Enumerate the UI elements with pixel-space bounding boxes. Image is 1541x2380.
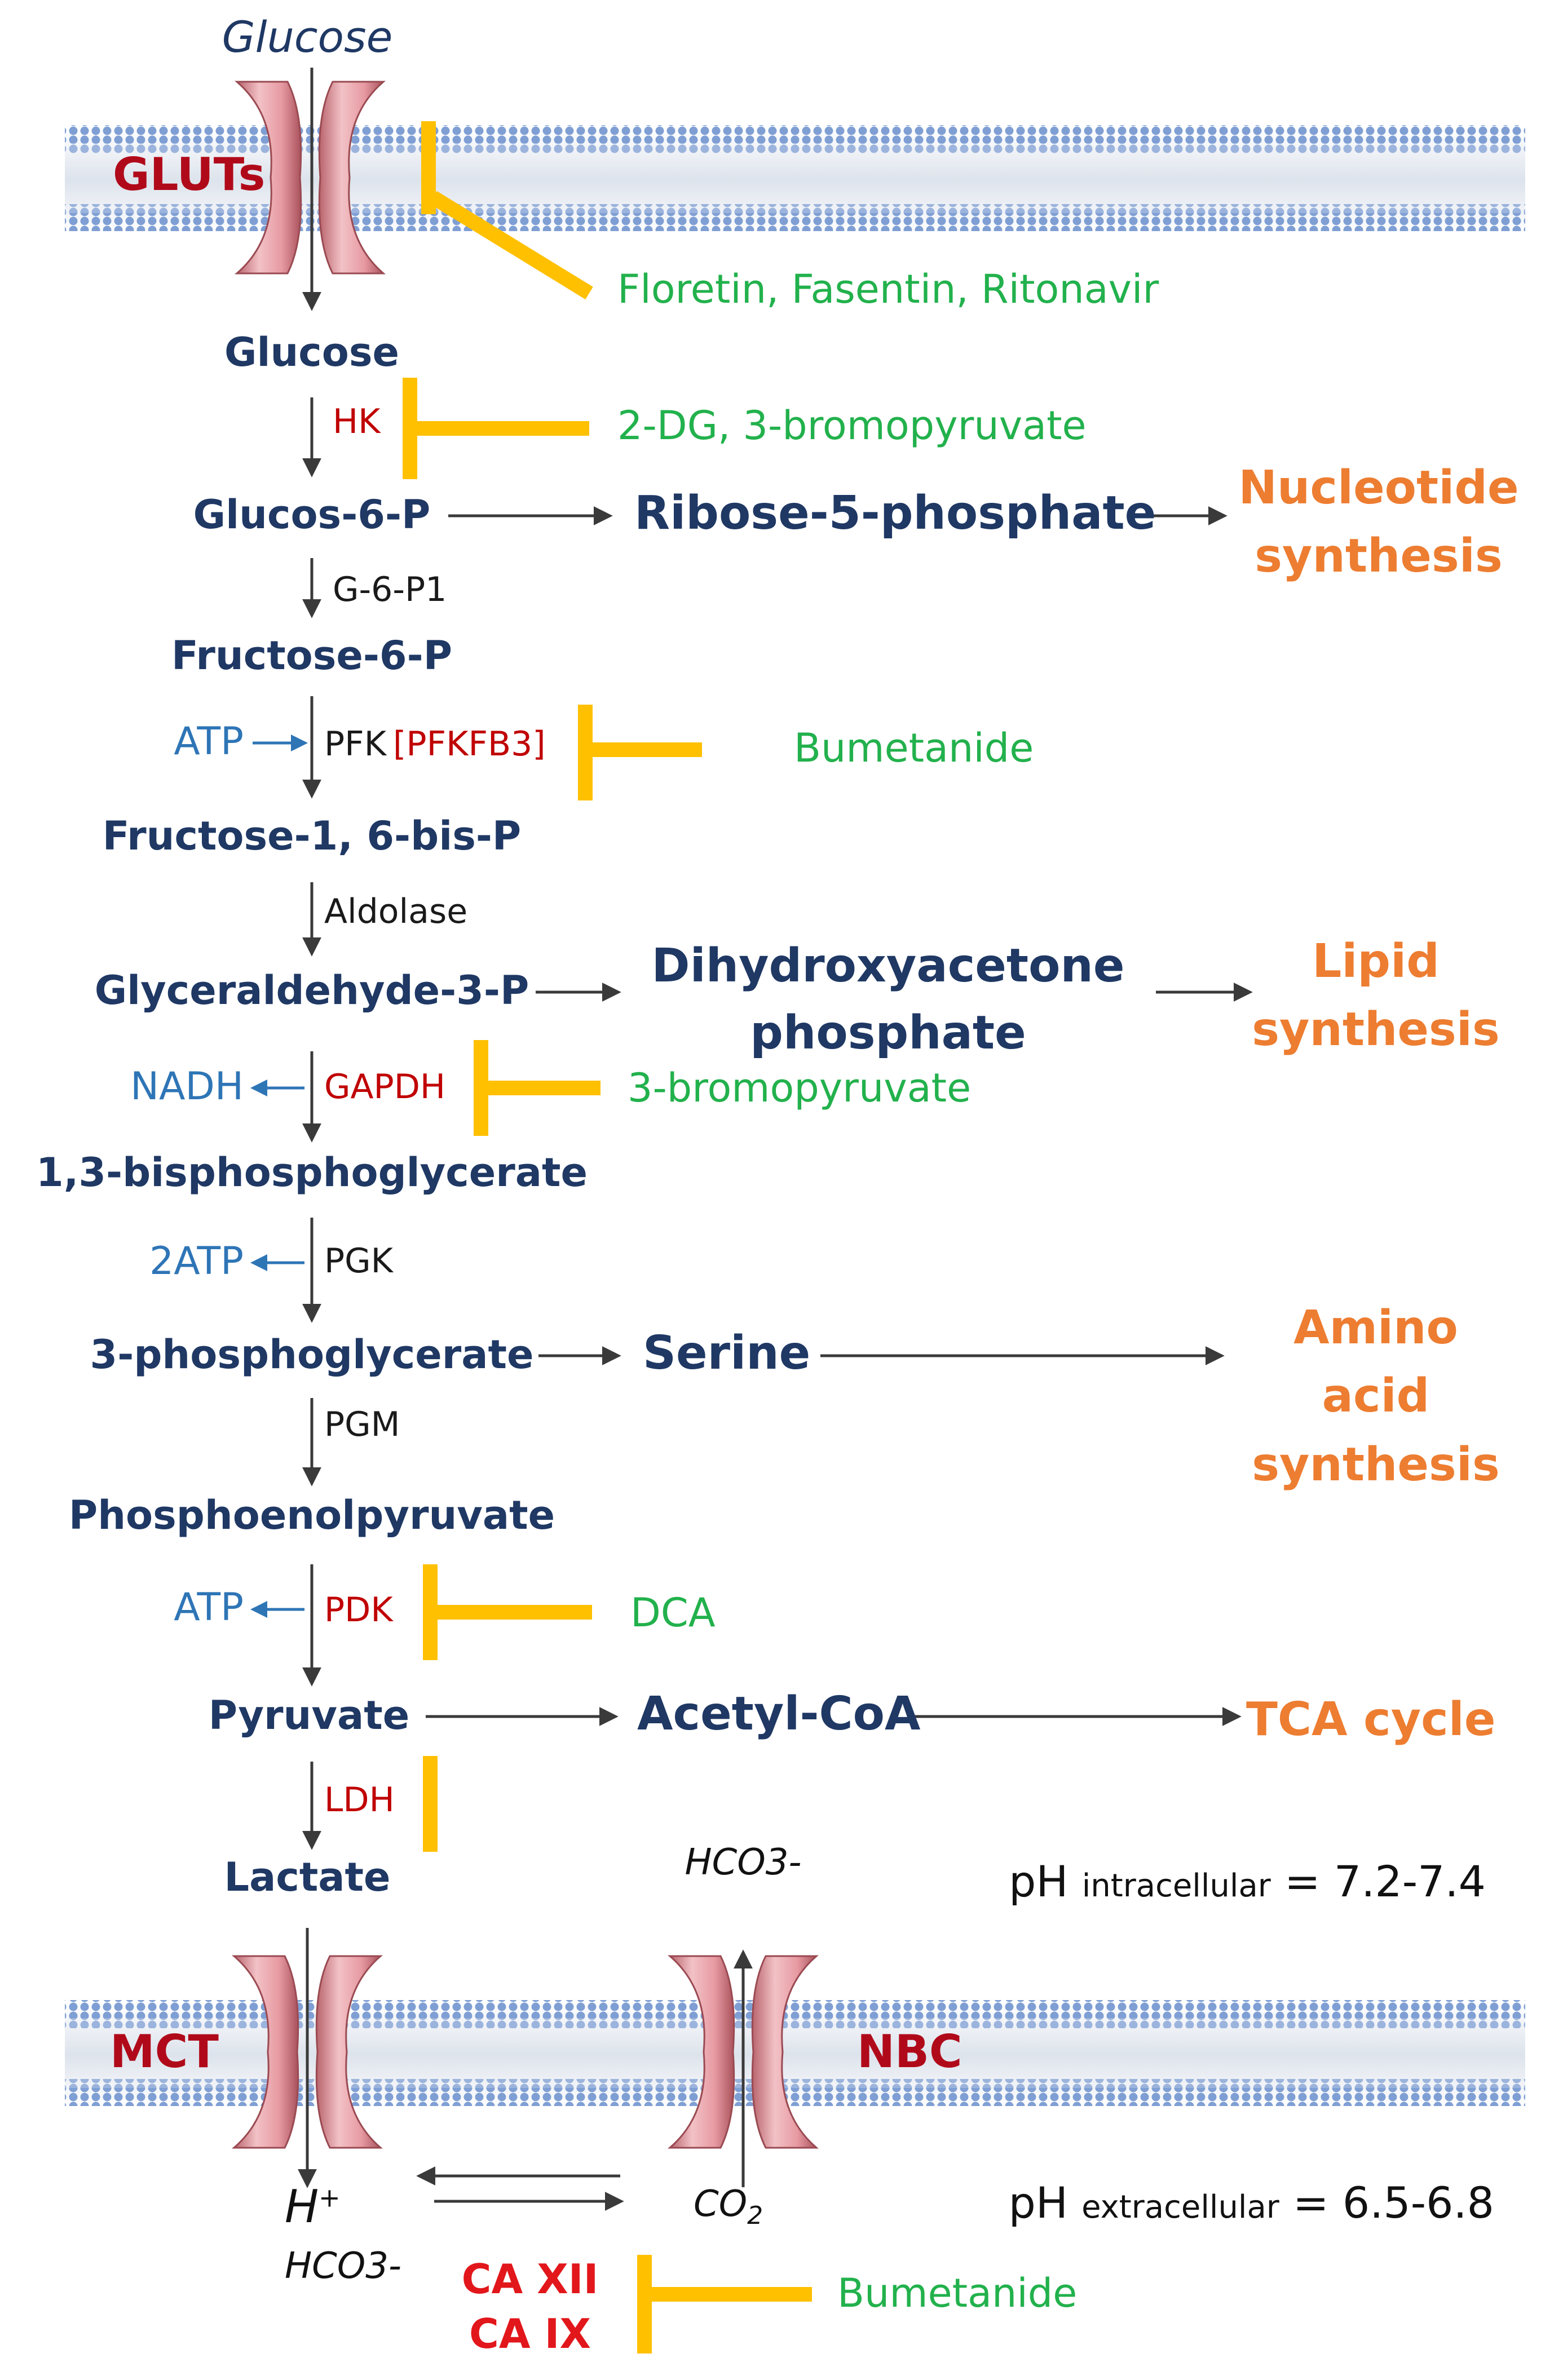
pdk-inhibitor-label: DCA (630, 1590, 716, 1636)
ca-inhibitor-label: Bumetanide (837, 2270, 1078, 2316)
bpg13-label: 1,3-bisphosphoglycerate (36, 1149, 588, 1196)
dhap-label: Dihydroxyacetone phosphate (651, 939, 1125, 1060)
h-plus-charge: + (319, 2182, 341, 2213)
gluts-inhibitors-label: Floretin, Fasentin, Ritonavir (617, 266, 1159, 312)
ph-extracellular-prefix: pH (1008, 2178, 1068, 2228)
atp-in-label: ATP (174, 719, 244, 764)
hk-inhibitors-label: 2-DG, 3-bromopyruvate (617, 402, 1087, 449)
ph-intracellular-word: intracellular (1081, 1868, 1271, 1904)
hco3-in-label: HCO3- (685, 1842, 802, 1883)
nbc-channel (667, 1955, 819, 2149)
g6p1-label: G-6-P1 (333, 570, 447, 609)
glut-channel (234, 81, 386, 275)
co2-label: CO2 (694, 2186, 763, 2228)
atp2-label: 2ATP (149, 1239, 244, 1284)
gapdh-label: GAPDH (324, 1067, 446, 1107)
nucleotide-synthesis-label: Nucleotide synthesis (1238, 461, 1519, 583)
mct-label: MCT (110, 2025, 219, 2078)
tca-cycle-label: TCA cycle (1246, 1693, 1496, 1746)
gluts-label: GLUTs (113, 148, 266, 201)
pyruvate-label: Pyruvate (208, 1692, 410, 1738)
acetylcoa-label: Acetyl-CoA (637, 1687, 921, 1741)
serine-label: Serine (643, 1326, 811, 1380)
pgk-label: PGK (324, 1241, 394, 1281)
ph-extracellular-word: extracellular (1081, 2189, 1279, 2226)
lipid-synthesis-label: Lipid synthesis (1252, 935, 1500, 1057)
pg3-label: 3-phosphoglycerate (90, 1331, 534, 1378)
pdk-label: PDK (324, 1590, 393, 1630)
atp-out-label: ATP (174, 1585, 244, 1630)
inhibition-line-gluts (429, 191, 593, 300)
ca-ix-label: CA IX (469, 2310, 591, 2357)
glucose-label: Glucose (224, 329, 400, 375)
ldh-label: LDH (324, 1780, 395, 1820)
g6p-label: Glucos-6-P (193, 492, 431, 538)
pfk-inhibitor-label: Bumetanide (794, 725, 1034, 771)
ph-intracellular-value: = 7.2-7.4 (1284, 1856, 1486, 1906)
h-plus-label: H+ (285, 2184, 341, 2229)
hco3-out-label: HCO3- (285, 2245, 401, 2287)
pfk-label: PFK (324, 724, 387, 764)
ph-intracellular-label: pH intracellular = 7.2-7.4 (1009, 1860, 1486, 1903)
hk-label: HK (333, 402, 381, 441)
lactate-label: Lactate (224, 1854, 391, 1900)
pgm-label: PGM (324, 1405, 400, 1444)
aldolase-label: Aldolase (324, 892, 468, 931)
nbc-label: NBC (857, 2025, 962, 2078)
f16bp-label: Fructose-1, 6-bis-P (102, 813, 522, 859)
glucose-outside-label: Glucose (222, 12, 393, 62)
gapdh-inhibitor-label: 3-bromopyruvate (628, 1065, 972, 1111)
pfkfb3-label: [PFKFB3] (393, 724, 546, 764)
f6p-label: Fructose-6-P (171, 632, 452, 679)
pep-label: Phosphoenolpyruvate (68, 1492, 555, 1538)
ribose5p-label: Ribose-5-phosphate (634, 486, 1156, 540)
nadh-label: NADH (130, 1064, 244, 1109)
mct-channel (231, 1955, 383, 2149)
ca-xii-label: CA XII (461, 2255, 599, 2303)
ph-intracellular-prefix: pH (1009, 1856, 1068, 1906)
g3p-label: Glyceraldehyde-3-P (94, 967, 529, 1014)
ph-extracellular-label: pH extracellular = 6.5-6.8 (1009, 2182, 1494, 2224)
co2-subscript: 2 (747, 2201, 763, 2230)
amino-acid-synthesis-label: Amino acid synthesis (1252, 1301, 1500, 1492)
membrane-top (65, 125, 1525, 234)
h-plus-symbol: H (285, 2180, 319, 2233)
co2-symbol: CO (694, 2183, 748, 2225)
ph-extracellular-value: = 6.5-6.8 (1293, 2178, 1494, 2228)
